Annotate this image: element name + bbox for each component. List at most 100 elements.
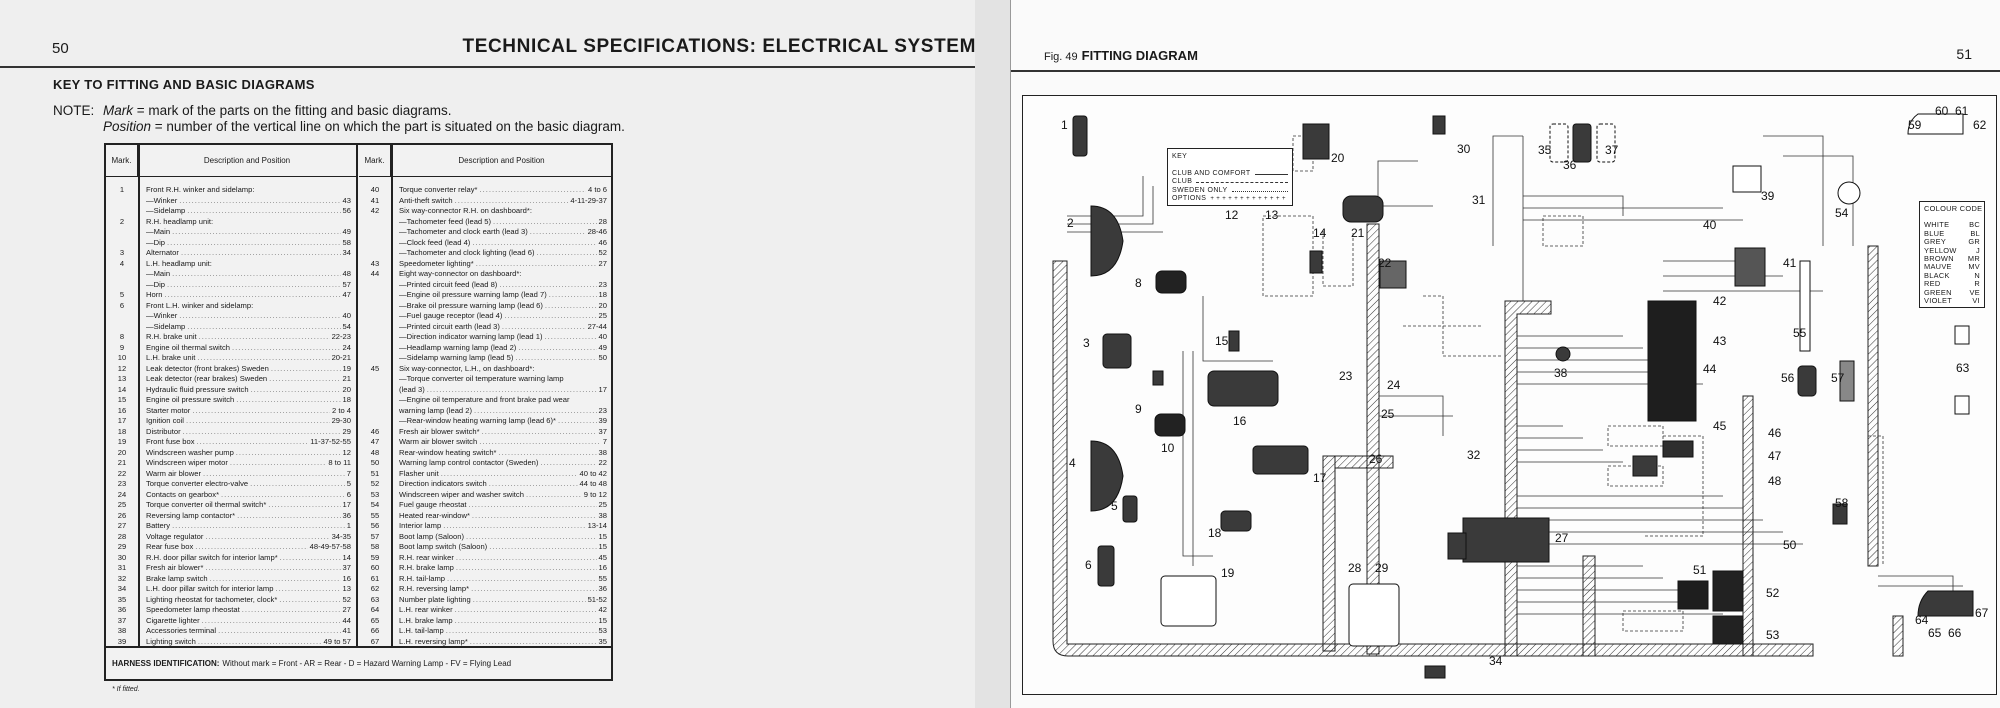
table-row: —Sidelamp56 [106,206,356,217]
part-number-label: 21 [1351,226,1365,240]
row-text: Direction indicators switch [399,479,487,488]
row-mark: 48 [370,447,380,457]
part-number-label: 20 [1331,151,1345,165]
row-mark: 22 [117,468,127,478]
row-position: 22-23 [331,332,351,341]
note-label: NOTE: [53,103,95,118]
part-number-label: 5 [1111,499,1118,513]
row-mark: 31 [117,563,127,572]
part-number-label: 61 [1955,104,1969,118]
row-position: 36 [342,510,351,520]
anti-theft-switch [1734,247,1766,287]
leader-dots [455,616,597,627]
part-number-label: 13 [1265,208,1279,222]
row-text: —Clock feed (lead 4) [399,237,471,247]
leader-dots [545,332,597,343]
row-description: Windscreen wiper and washer switch9 to 1… [391,490,612,501]
row-text: —Headlamp warning lamp (lead 2) [399,342,517,352]
row-description: L.H. brake lamp15 [391,616,612,627]
row-position: 37 [598,426,607,436]
row-description: R.H. rear winker45 [391,553,612,564]
table-row: —Clock feed (lead 4)46 [359,238,612,249]
row-description: Eight way-connector on dashboard*: [391,269,612,280]
row-description: Boot lamp switch (Saloon)15 [391,542,612,553]
row-text: Voltage regulator [146,531,204,541]
row-position: 37 [342,563,351,572]
row-mark [359,353,391,364]
row-description: —Main49 [138,227,356,238]
row-description: —Winker40 [138,311,356,322]
part-number-label: 1 [1061,118,1068,132]
part-number-label: 56 [1781,371,1795,385]
row-text: Speedometer lighting* [399,258,474,268]
main-harness [1052,223,1904,657]
row-mark: 56 [370,521,380,530]
part-number-label: 12 [1225,208,1239,222]
battery [1462,517,1550,563]
table-row: 8R.H. brake unit22-23 [106,332,356,343]
table-row: 3Alternator34 [106,248,356,259]
key-label: CLUB AND COMFORT [1172,169,1251,177]
row-mark [106,311,138,322]
row-text: R.H. tail-lamp [399,573,445,583]
leader-dots [210,574,341,585]
leader-dots [242,605,341,616]
part-number-label: 45 [1713,419,1727,433]
row-text: Distributor [146,426,181,436]
row-mark: 39 [117,636,127,646]
row-description: Speedometer lighting*27 [391,259,612,270]
leader-dots [489,479,578,490]
door-pillar-switch-rh [1432,115,1446,135]
leader-dots [474,406,597,417]
part-number-label: 36 [1563,158,1577,172]
leader-dots [186,416,330,427]
row-position: 7 [346,468,351,478]
row-mark: 27 [117,521,127,530]
row-mark: 66 [370,626,380,635]
row-position: 40 to 42 [579,468,607,478]
row-mark: 57 [370,531,380,541]
row-mark: 26 [117,510,127,520]
part-number-label: 27 [1555,531,1569,545]
leader-dots [179,311,340,322]
leader-dots [250,479,345,490]
row-position: 38 [598,510,607,520]
row-position: 50 [598,353,607,362]
leader-dots [230,458,326,469]
row-text: —Tachometer and clock lighting (lead 6) [399,248,535,257]
harness-identification: HARNESS IDENTIFICATION: Without mark = F… [106,646,611,679]
table-row: —Tachometer feed (lead 5)28 [359,217,612,228]
leader-dots [271,364,341,375]
row-text: Front R.H. winker and sidelamp: [146,185,255,194]
leader-dots [502,322,586,333]
row-description: Rear fuse box48-49-57-58 [138,542,356,553]
leader-dots [518,343,596,354]
row-position: 17 [598,384,607,394]
row-text: Ignition coil [146,416,184,425]
row-position: 54 [342,321,351,331]
row-description: —Direction indicator warning lamp (lead … [391,332,612,343]
table-row: 64L.H. rear winker42 [359,605,612,616]
leader-dots [482,427,597,438]
row-text: Boot lamp (Saloon) [399,531,465,541]
key-label: OPTIONS [1172,195,1207,202]
row-description: Boot lamp (Saloon)15 [391,532,612,543]
row-text: Battery [146,521,171,530]
row-text: —Sidelamp warning lamp (lead 5) [399,353,514,362]
part-number-label: 62 [1973,118,1987,132]
table-row: —Sidelamp warning lamp (lead 5) 50 [359,353,612,364]
leader-dots [237,511,340,522]
row-mark [106,196,138,207]
row-text: Warm air blower [146,468,201,478]
row-text: Torque converter electro-valve [146,479,249,488]
